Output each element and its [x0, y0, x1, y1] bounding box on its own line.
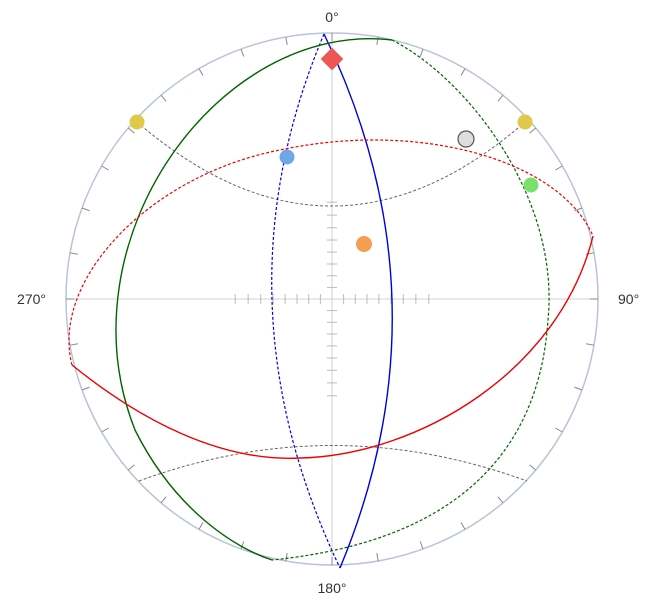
rim-tick	[460, 522, 466, 530]
small-circle-upper	[136, 121, 526, 207]
great-circle-blue-solid	[323, 33, 393, 569]
rim-tick	[555, 427, 563, 433]
great-circle-green-dashed	[271, 39, 550, 561]
axis-ticks	[234, 201, 430, 397]
rim-tick	[419, 541, 424, 550]
rim-tick	[101, 427, 109, 433]
rim-tick	[101, 165, 109, 171]
yellow-pole-left	[129, 114, 145, 130]
small-circle-lower	[138, 445, 528, 482]
rim-tick	[419, 48, 424, 57]
rim-tick	[574, 207, 583, 212]
rim-tick	[497, 496, 504, 504]
red-diamond-pole	[320, 47, 344, 71]
label-north: 0°	[325, 9, 338, 25]
rim-tick	[81, 207, 90, 212]
rim-tick	[69, 252, 79, 255]
blue-pole	[279, 149, 295, 165]
axes	[66, 36, 598, 562]
rim-tick	[127, 464, 135, 471]
rim-tick	[460, 68, 466, 76]
rim-tick	[574, 386, 583, 391]
great-circle-red-dashed	[68, 139, 594, 366]
great-circle-green-solid	[115, 38, 393, 561]
label-east: 90°	[618, 291, 639, 307]
rim-tick	[160, 94, 167, 102]
rim-tick	[376, 552, 379, 562]
yellow-pole-right	[517, 114, 533, 130]
rim-tick	[285, 36, 288, 46]
grey-pole	[457, 130, 475, 148]
poles	[129, 47, 539, 252]
green-pole	[523, 177, 539, 193]
rim-tick	[198, 522, 204, 530]
rim-tick	[160, 496, 167, 504]
rim-tick	[497, 94, 504, 102]
rim-tick	[585, 343, 595, 346]
rim-tick	[529, 127, 537, 134]
rim-ticks	[66, 33, 598, 565]
rim-tick	[127, 127, 135, 134]
rim-tick	[240, 48, 245, 57]
great-circle-red-solid	[71, 235, 594, 459]
rim-tick	[555, 165, 563, 171]
rim-tick	[240, 541, 245, 550]
rim-tick	[81, 386, 90, 391]
label-south: 180°	[318, 580, 347, 596]
rim-tick	[529, 464, 537, 471]
orange-pole	[356, 236, 372, 252]
rim-tick	[69, 343, 79, 346]
label-west: 270°	[17, 291, 46, 307]
rim-tick	[285, 552, 288, 562]
great-circle-blue-dashed	[271, 33, 341, 569]
rim-tick	[198, 68, 204, 76]
